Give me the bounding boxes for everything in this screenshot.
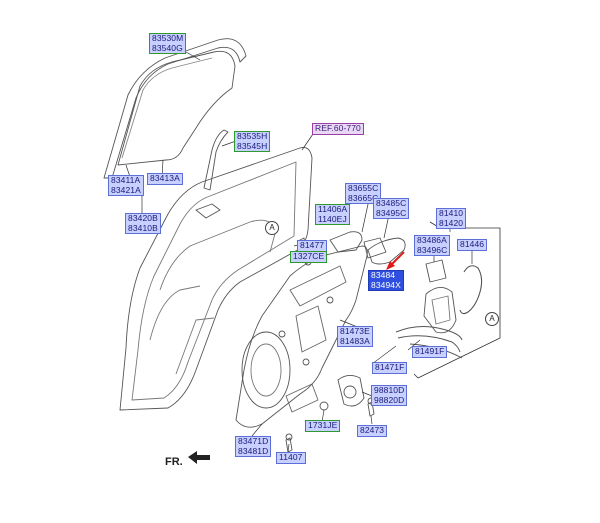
part-number: 83540G [152,42,183,53]
part-callout-1731je[interactable]: 1731JE [305,420,341,432]
door-inner-panel [119,147,313,411]
part-callout-11407[interactable]: 11407 [276,452,306,464]
part-number: 83655C [348,183,379,193]
part-number: 83410B [128,222,158,233]
part-number: 83413A [150,173,180,183]
part-number: 81473E [340,326,370,336]
module-panel [235,245,368,428]
cable-assembly [395,326,463,353]
part-number: 83545H [237,140,268,151]
part-callout-81446[interactable]: 81446 [457,239,488,251]
part-callout-82473[interactable]: 82473 [357,425,388,437]
part-number: 82473 [360,425,385,435]
part-number: 81410 [439,208,464,218]
part-number: 83494X [371,279,401,290]
part-number: 83485C [376,198,407,208]
part-number: 83495C [376,207,407,218]
part-callout-81491f[interactable]: 81491F [412,346,448,358]
ref-marker-a-left[interactable]: A [265,221,279,235]
part-number: 81420 [439,217,464,228]
part-number: 11407 [279,452,303,462]
part-number: 83471D [238,436,269,446]
door-glass [117,50,236,166]
part-number: 98820D [374,394,405,405]
part-number: 81477 [300,240,325,250]
part-number: REF.60-770 [315,123,361,133]
inside-handle [367,237,406,265]
part-number: 1731JE [308,420,338,430]
red-arrow-indicator [386,251,405,270]
part-callout-1327ce[interactable]: 1327CE [290,251,328,263]
part-number: 83535H [237,131,268,141]
bolt-82473 [367,401,375,417]
window-motor [337,375,365,407]
part-number: 83420B [128,213,158,223]
part-number: 83665C [348,192,379,203]
part-number: 1327CE [293,251,325,261]
part-number: 81446 [460,239,485,249]
part-callout-ref-60-770[interactable]: REF.60-770 [312,123,364,135]
part-number: 83496C [417,244,448,255]
grommet-1731JE [319,401,329,411]
handle-bracket [329,231,363,253]
part-callout-81471f[interactable]: 81471F [372,362,408,374]
part-number: 98810D [374,385,405,395]
part-number: 81491F [415,346,445,356]
part-number: 1140EJ [318,213,347,224]
front-arrow-icon [188,451,210,464]
part-number: 81483A [340,335,370,346]
bolt-11407 [285,437,293,453]
part-number: 83486A [417,235,447,245]
part-number: 83421A [111,184,141,195]
part-number: 83484 [371,270,396,280]
part-number: 83530M [152,33,184,43]
latch-cable [459,265,483,315]
front-direction-label: FR. [165,456,183,468]
channel-strip [203,129,229,191]
door-latch [423,287,457,334]
part-number: 83411A [111,175,141,185]
part-number: 11406A [318,204,348,214]
part-callout-83413a[interactable]: 83413A [147,173,183,185]
glass-run-channel [103,38,247,179]
part-number: 83481D [238,445,269,456]
part-callout-81477[interactable]: 81477 [297,240,328,252]
part-number: 81471F [375,362,405,372]
ref-marker-a-right[interactable]: A [485,312,499,326]
